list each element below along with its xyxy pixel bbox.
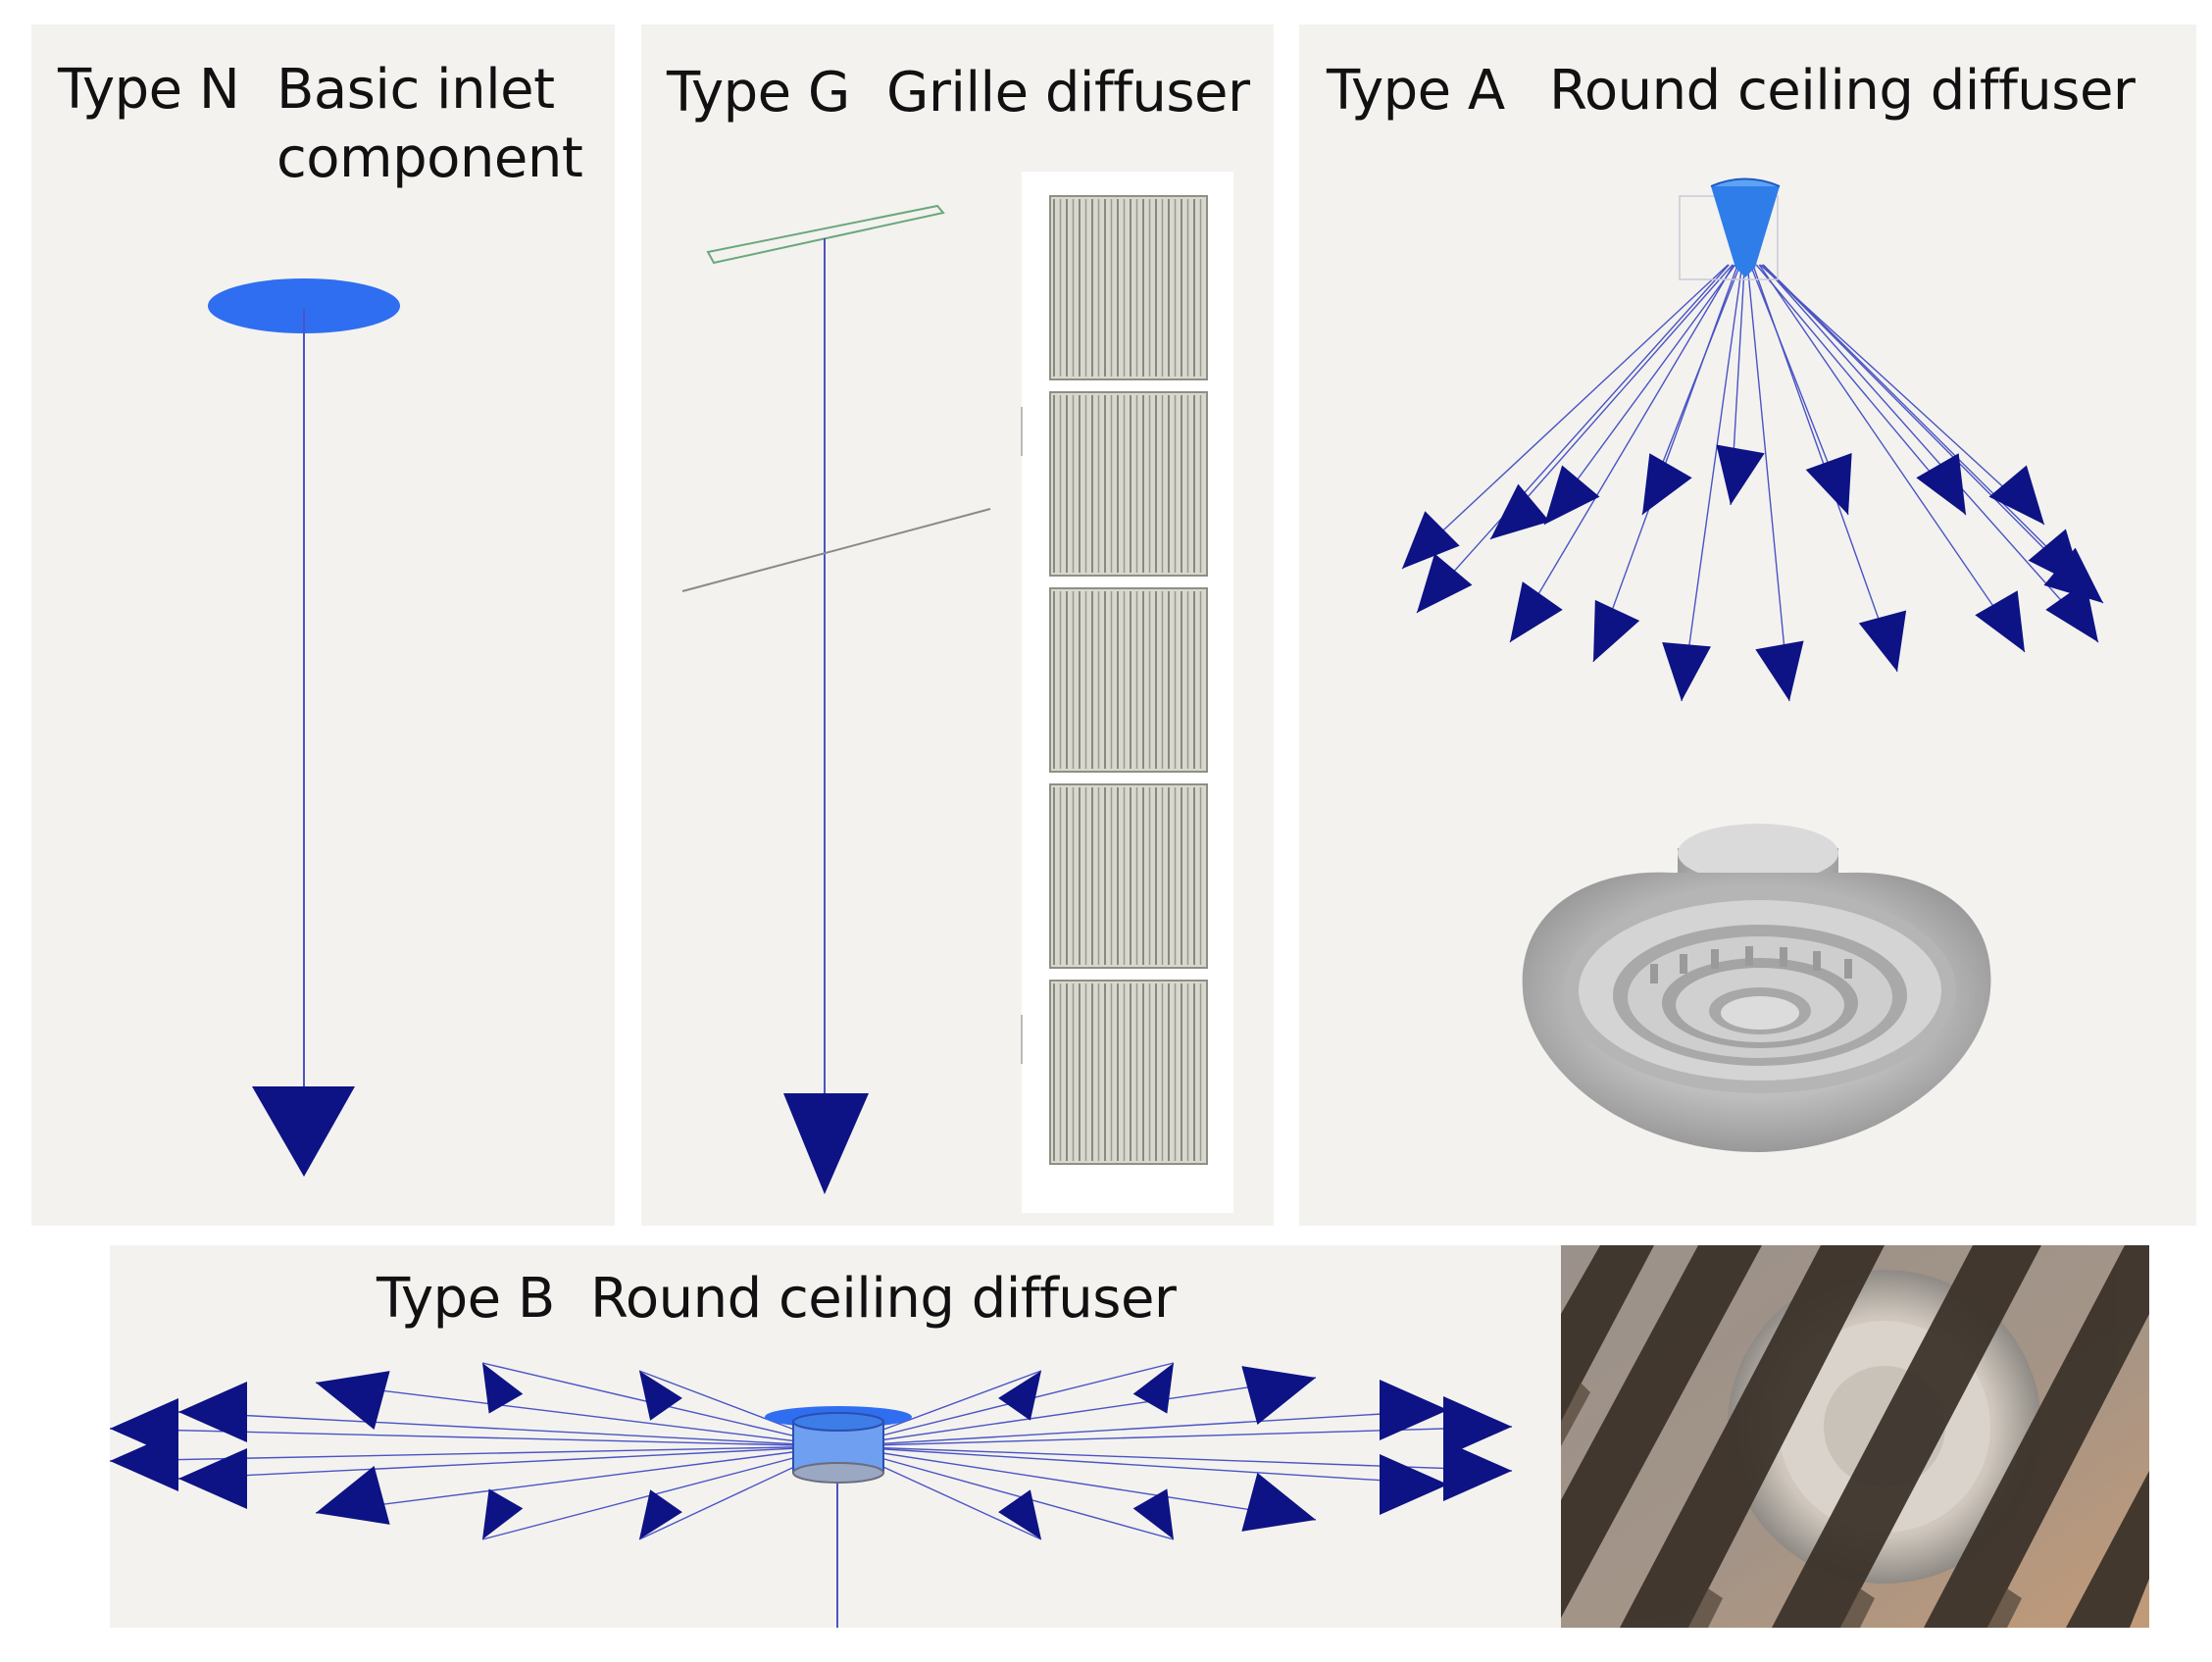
arrowhead-icon <box>1593 599 1640 662</box>
type-n-name-line1: Basic inlet <box>276 58 555 122</box>
arrowhead-icon <box>1490 483 1550 539</box>
arrowhead-icon <box>1132 1363 1174 1414</box>
type-a-diagram <box>1401 177 2104 1152</box>
arrowhead-icon <box>316 1371 390 1431</box>
type-n-name-line2: component <box>276 126 583 190</box>
arrowhead-icon <box>1241 1366 1316 1426</box>
panel-type-b: Type B Round ceiling diffuser <box>110 1245 1561 1628</box>
flow-rays <box>110 1362 1513 1540</box>
arrowhead-icon <box>639 1489 682 1539</box>
inlet-ellipse-icon <box>208 278 400 333</box>
round-diffuser-3d-render <box>1522 824 1991 1152</box>
flow-ray <box>177 1411 839 1447</box>
arrowhead-icon <box>1716 444 1765 505</box>
ceiling-diffuser-photo <box>1561 1245 2149 1628</box>
panel-type-g: Type G Grille diffuser <box>641 25 1274 1226</box>
arrowhead-icon <box>1805 452 1852 515</box>
arrowhead-icon <box>482 1363 524 1414</box>
flow-ray <box>315 1382 839 1447</box>
flow-ray <box>1416 264 1730 614</box>
flow-rays <box>1401 264 2104 702</box>
arrowhead-icon <box>1443 1440 1512 1501</box>
flow-ray <box>837 1362 1175 1447</box>
arrowhead-icon <box>1443 1396 1512 1457</box>
arrowhead-icon <box>1132 1488 1174 1539</box>
type-a-label: Type A <box>1327 59 1505 123</box>
cone-diffuser-icon <box>1711 186 1780 277</box>
flow-ray <box>837 1409 1449 1447</box>
flow-ray <box>837 1445 1317 1521</box>
type-g-label: Type G <box>667 61 850 125</box>
flow-ray <box>110 1445 839 1462</box>
arrowhead-icon <box>178 1448 247 1509</box>
arrowhead-icon <box>1544 465 1600 525</box>
flow-ray <box>481 1445 839 1540</box>
flow-ray <box>1758 264 2026 653</box>
arrowhead-icon <box>1380 1454 1448 1515</box>
arrowhead-icon <box>110 1431 178 1491</box>
arrowhead-icon <box>2043 547 2103 603</box>
arrowhead-icon <box>1642 453 1692 515</box>
panel-type-n: Type N Basic inlet component <box>31 25 615 1226</box>
type-n-label: Type N <box>58 58 240 122</box>
arrowhead-icon <box>316 1465 390 1525</box>
cylinder-diffuser-icon <box>765 1406 912 1484</box>
flow-ray <box>1401 264 1729 570</box>
grille-outline-icon <box>706 204 945 265</box>
section-plane-line <box>681 508 991 592</box>
flow-ray <box>1746 264 1790 702</box>
type-n-diagram <box>208 278 400 1177</box>
flow-ray <box>837 1377 1317 1447</box>
flow-ray <box>110 1428 839 1447</box>
flow-ray <box>315 1445 839 1514</box>
arrowhead-icon <box>1755 640 1804 701</box>
arrowhead-icon <box>1916 453 1966 515</box>
arrowhead-icon <box>1988 465 2044 525</box>
flow-ray <box>1762 264 2099 643</box>
arrowhead-icon <box>1858 610 1907 672</box>
flow-ray <box>1681 264 1743 702</box>
arrowhead-icon <box>1662 642 1711 701</box>
arrowhead-icon <box>1417 553 1473 613</box>
type-b-label: Type B <box>377 1267 555 1331</box>
arrowhead-icon <box>1241 1472 1316 1532</box>
arrowhead-icon <box>639 1371 682 1421</box>
type-a-name: Round ceiling diffuser <box>1549 59 2136 123</box>
arrowheads <box>110 1363 1512 1539</box>
type-g-diagram <box>681 172 1233 1213</box>
type-g-name: Grille diffuser <box>886 61 1250 125</box>
flow-ray <box>177 1445 839 1480</box>
arrowhead-icon <box>783 1093 869 1194</box>
arrowhead-icon <box>252 1086 355 1177</box>
grille-diffuser-render <box>1021 172 1233 1213</box>
arrowhead-icon <box>1510 581 1563 642</box>
type-b-name: Round ceiling diffuser <box>590 1267 1177 1331</box>
flow-ray <box>1761 264 2085 589</box>
arrowhead-icon <box>998 1489 1041 1539</box>
arrowhead-icon <box>482 1488 524 1539</box>
flow-ray <box>837 1426 1513 1447</box>
arrowhead-icon <box>1402 511 1460 569</box>
arrowhead-icon <box>1380 1380 1448 1440</box>
arrowhead-icon <box>178 1382 247 1442</box>
flow-ray <box>837 1445 1449 1486</box>
panel-type-a: Type A Round ceiling diffuser <box>1299 25 2196 1226</box>
arrowhead-icon <box>2045 581 2098 642</box>
arrowheads <box>1402 444 2103 701</box>
flow-ray <box>837 1445 1175 1540</box>
type-b-diagram <box>110 1362 1513 1628</box>
arrowhead-icon <box>1975 590 2025 652</box>
flow-ray <box>1509 264 1734 643</box>
flow-ray <box>1489 264 1734 540</box>
arrowhead-icon <box>998 1371 1041 1421</box>
